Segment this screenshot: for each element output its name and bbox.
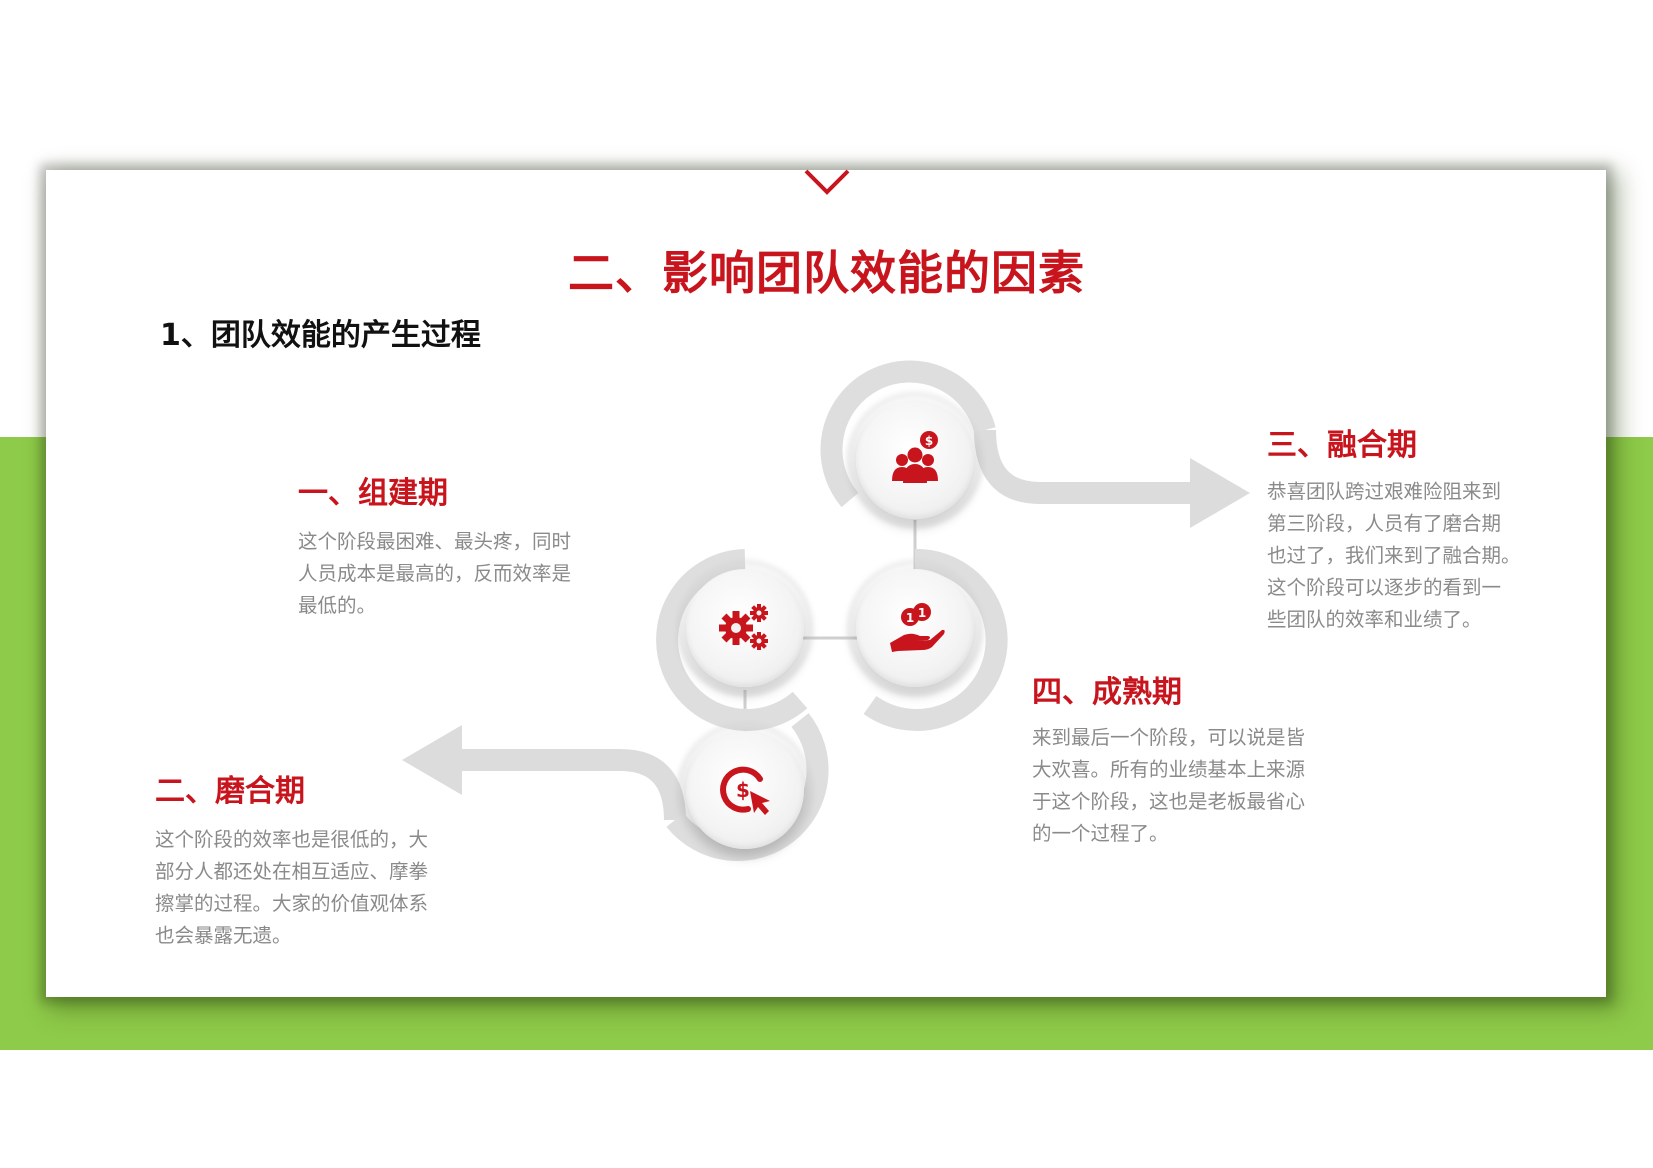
stage-description-performing: 来到最后一个阶段，可以说是皆 大欢喜。所有的业绩基本上来源 于这个阶段，这也是老… xyxy=(1032,726,1306,845)
stage-node-performing: 1 1 xyxy=(856,569,974,687)
stage-description-fusion: 恭喜团队跨过艰难险阻来到 第三阶段，人员有了磨合期 也过了，我们来到了融合期。 … xyxy=(1267,480,1521,631)
stage-heading-forming: 一、组建期 xyxy=(298,476,448,511)
gears-icon xyxy=(719,604,768,650)
chevron-down-icon xyxy=(804,169,850,195)
dollar-click-icon: $ xyxy=(720,766,770,815)
stage-node-forming xyxy=(686,569,804,687)
svg-text:1: 1 xyxy=(906,611,914,625)
slide-title: 二、影响团队效能的因素 xyxy=(568,246,1085,300)
stage-node-storming: $ xyxy=(686,731,804,849)
stage-node-fusion: $ xyxy=(856,401,974,519)
stage-heading-storming: 二、磨合期 xyxy=(155,774,305,809)
svg-text:$: $ xyxy=(925,434,933,448)
stage-description-storming: 这个阶段的效率也是很低的，大 部分人都还处在相互适应、摩拳 擦掌的过程。大家的价… xyxy=(155,828,429,947)
team-money-icon: $ xyxy=(892,431,938,483)
section-subtitle: 1、团队效能的产生过程 xyxy=(160,318,481,353)
stage-heading-fusion: 三、融合期 xyxy=(1267,428,1417,463)
svg-text:1: 1 xyxy=(918,606,926,620)
hand-coins-icon: 1 1 xyxy=(890,603,945,652)
stage-heading-performing: 四、成熟期 xyxy=(1032,675,1182,710)
svg-text:$: $ xyxy=(736,778,750,802)
stage-description-forming: 这个阶段最困难、最头疼，同时 人员成本是最高的，反而效率是 最低的。 xyxy=(298,530,572,617)
